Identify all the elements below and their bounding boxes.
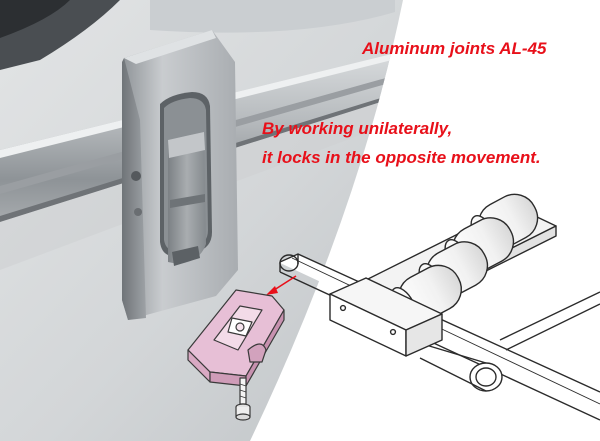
joint-bracket [122, 30, 238, 320]
highlighted-joint [187, 289, 285, 421]
latch-lever [168, 132, 206, 266]
bolt [235, 377, 251, 421]
roller-track-drawing [278, 193, 600, 421]
bracket-screw [134, 208, 142, 216]
callout-arrow-head [266, 286, 278, 295]
description-line-1: By working unilaterally, [262, 119, 453, 138]
joint-box [329, 277, 443, 357]
description-line-2: it locks in the opposite movement. [262, 148, 541, 167]
joint-photo [0, 0, 403, 441]
product-title: Aluminum joints AL-45 [362, 39, 547, 58]
bracket-screw [131, 171, 141, 181]
